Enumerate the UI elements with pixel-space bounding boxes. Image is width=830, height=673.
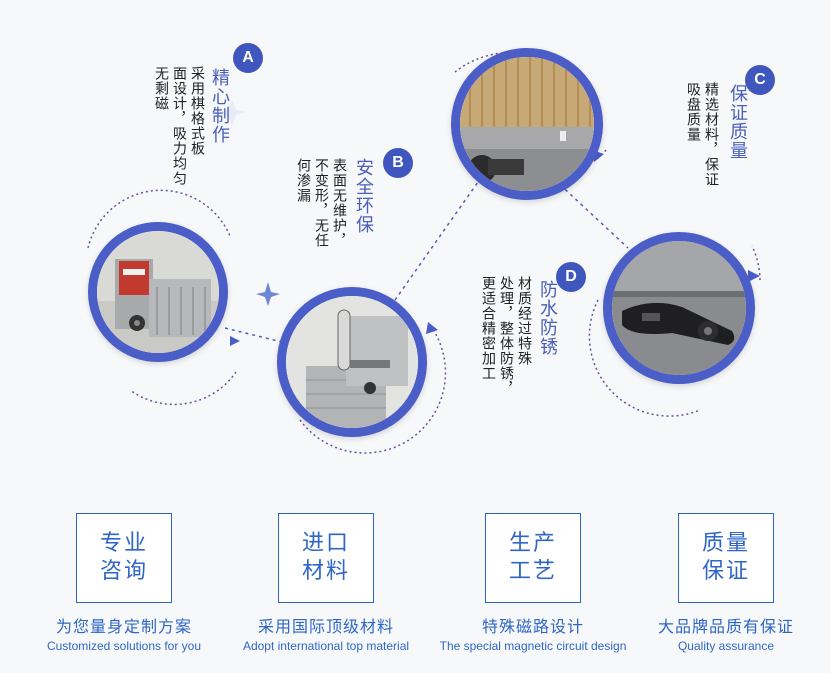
feature-consulting-en: Customized solutions for you — [46, 639, 202, 653]
feature-quality-box-line2: 保证 — [701, 559, 750, 584]
feature-materials: 进口 材料 采用国际顶级材料 Adopt international top m… — [226, 513, 426, 653]
title-c: 保证质量 — [727, 84, 748, 160]
text-a-line1: 采用棋格式板 — [189, 66, 205, 156]
feature-process-box: 生产 工艺 — [485, 513, 581, 603]
text-b-line3: 何渗漏 — [295, 158, 311, 203]
feature-process-en: The special magnetic circuit design — [439, 639, 627, 653]
feature-quality: 质量 保证 大品牌品质有保证 Quality assurance — [626, 513, 826, 653]
text-c-line1: 精选材料，保证 — [703, 82, 719, 187]
feature-consulting-box-line2: 咨询 — [99, 559, 148, 584]
feature-process: 生产 工艺 特殊磁路设计 The special magnetic circui… — [426, 513, 640, 653]
feature-quality-box-line1: 质量 — [701, 531, 750, 556]
feature-materials-box: 进口 材料 — [278, 513, 374, 603]
title-d: 防水防锈 — [537, 280, 558, 356]
text-d-line1: 材质经过特殊 — [516, 276, 532, 366]
title-a: 精心制作 — [209, 68, 230, 144]
text-a-line2: 面设计，吸力均匀 — [171, 66, 187, 186]
text-d-line2: 处理，整体防锈， — [498, 276, 514, 396]
product-photo-handle — [277, 287, 427, 437]
text-b-line2: 不变形，无任 — [313, 158, 329, 248]
text-a-line3: 无剩磁 — [153, 66, 169, 111]
feature-consulting-box-line1: 专业 — [99, 531, 148, 556]
badge-a: A — [233, 43, 263, 73]
product-photo-chuck-side — [88, 222, 228, 362]
feature-materials-box-line1: 进口 — [301, 531, 350, 556]
feature-consulting-box: 专业 咨询 — [76, 513, 172, 603]
badge-b: B — [383, 148, 413, 178]
feature-materials-en: Adopt international top material — [242, 639, 410, 653]
text-c-line2: 吸盘质量 — [685, 82, 701, 142]
feature-consulting-cn: 为您量身定制方案 — [55, 617, 192, 636]
title-b: 安全环保 — [353, 158, 374, 234]
feature-process-box-line1: 生产 — [508, 531, 557, 556]
text-b-line1: 表面无维护， — [331, 158, 347, 248]
badge-c: C — [745, 65, 775, 95]
text-d-line3: 更适合精密加工 — [480, 276, 496, 381]
product-photo-lever-closeup — [603, 232, 755, 384]
feature-quality-en: Quality assurance — [677, 639, 775, 653]
feature-materials-box-line2: 材料 — [301, 559, 350, 584]
feature-process-cn: 特殊磁路设计 — [481, 617, 584, 636]
feature-quality-box: 质量 保证 — [678, 513, 774, 603]
badge-d: D — [556, 262, 586, 292]
feature-materials-cn: 采用国际顶级材料 — [257, 617, 394, 636]
feature-process-box-line2: 工艺 — [508, 559, 557, 584]
feature-consulting: 专业 咨询 为您量身定制方案 Customized solutions for … — [24, 513, 224, 653]
feature-quality-cn: 大品牌品质有保证 — [657, 617, 794, 636]
product-photo-chuck-top — [451, 48, 603, 200]
